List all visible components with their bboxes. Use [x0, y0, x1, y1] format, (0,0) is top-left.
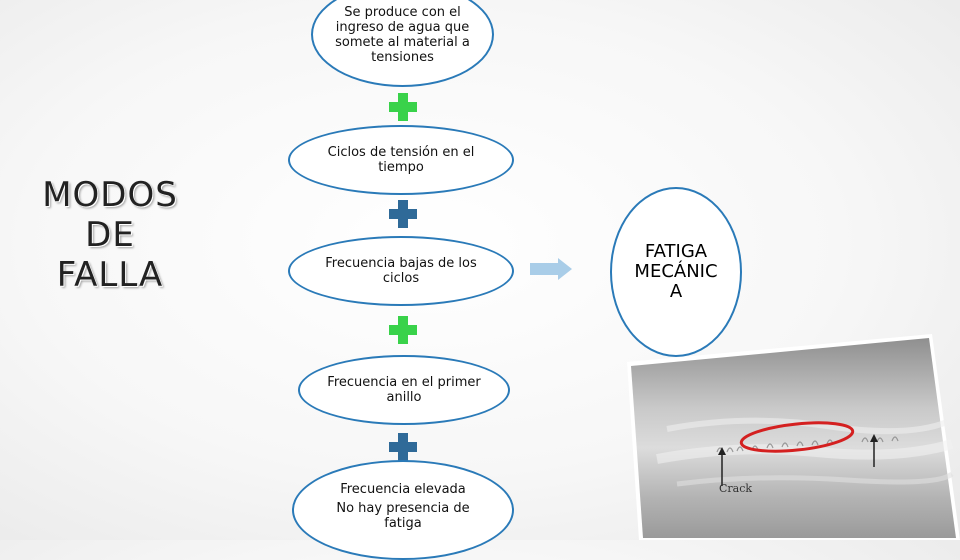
result-fatigue-text: FATIGA MECÁNIC A: [634, 241, 718, 302]
plus-icon: [389, 200, 417, 228]
result-fatigue: FATIGA MECÁNIC A: [610, 187, 742, 357]
title-line-3: FALLA: [56, 255, 164, 295]
condition-stress-cycles: Ciclos de tensión en el tiempo: [288, 125, 514, 195]
right-arrow-icon: [530, 258, 572, 280]
plus-icon: [389, 433, 417, 461]
condition-water-ingress-text: Se produce con el ingreso de agua que so…: [335, 4, 470, 65]
condition-high-frequency: Frecuencia elevada No hay presencia de f…: [292, 460, 514, 560]
condition-first-ring-text: Frecuencia en el primer anillo: [327, 375, 481, 405]
crack-highlight: [739, 421, 855, 453]
condition-low-frequency-text: Frecuencia bajas de los ciclos: [325, 256, 477, 286]
condition-low-frequency: Frecuencia bajas de los ciclos: [288, 236, 514, 306]
crack-photo: Crack: [627, 334, 960, 540]
condition-first-ring: Frecuencia en el primer anillo: [298, 355, 510, 425]
no-fatigue-text: No hay presencia de fatiga: [336, 501, 470, 531]
plus-icon: [389, 93, 417, 121]
title-line-1: MODOS: [42, 175, 178, 215]
crack-label: Crack: [719, 482, 752, 495]
title-line-2: DE: [85, 215, 135, 255]
condition-water-ingress: Se produce con el ingreso de agua que so…: [311, 0, 494, 87]
condition-stress-cycles-text: Ciclos de tensión en el tiempo: [327, 145, 475, 175]
slide-title: MODOS DE FALLA: [20, 175, 200, 295]
plus-icon: [389, 316, 417, 344]
condition-high-frequency-text: Frecuencia elevada: [340, 482, 466, 497]
